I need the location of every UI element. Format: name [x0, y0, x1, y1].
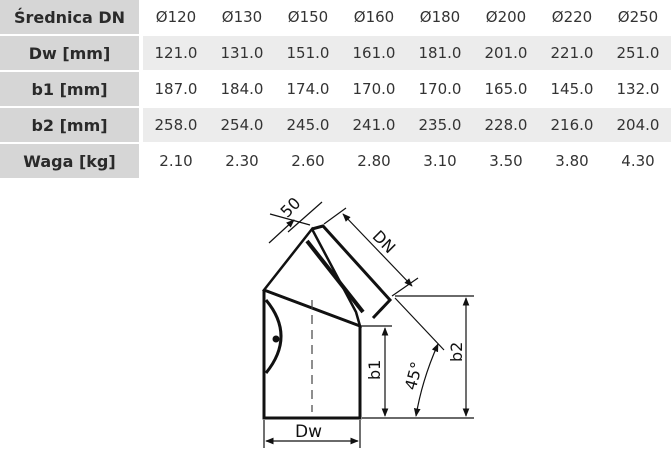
dim-angle: [394, 297, 445, 417]
dim-b2: [362, 295, 474, 419]
dim-b1-label: b1: [365, 360, 384, 380]
table-cell: 228.0: [473, 108, 539, 144]
header-label: Średnica DN: [0, 0, 143, 36]
diameter-header-cell: Ø120: [143, 0, 209, 36]
row-label: b2 [mm]: [0, 108, 143, 144]
table-cell: 254.0: [209, 108, 275, 144]
elbow-outline: [261, 224, 393, 420]
dim-b1: [358, 325, 392, 417]
table-cell: 121.0: [143, 36, 209, 72]
table-cell: 3.10: [407, 144, 473, 180]
table-cell: 2.80: [341, 144, 407, 180]
diameter-header-cell: Ø160: [341, 0, 407, 36]
table-cell: 258.0: [143, 108, 209, 144]
table-cell: 245.0: [275, 108, 341, 144]
dim-dw-label: Dw: [295, 422, 322, 442]
table-cell: 2.10: [143, 144, 209, 180]
table-cell: 132.0: [605, 72, 671, 108]
table-cell: 204.0: [605, 108, 671, 144]
table-cell: 241.0: [341, 108, 407, 144]
dim-angle-label: 45°: [401, 360, 427, 392]
table-cell: 2.30: [209, 144, 275, 180]
row-label: Dw [mm]: [0, 36, 143, 72]
dim-dw: [263, 420, 361, 448]
dim-50-label: 50: [277, 193, 305, 221]
dim-dn-label: DN: [369, 227, 400, 258]
diameter-header-cell: Ø250: [605, 0, 671, 36]
diameter-header-cell: Ø180: [407, 0, 473, 36]
table-cell: 131.0: [209, 36, 275, 72]
inspection-arc: [264, 299, 283, 374]
table-cell: 3.80: [539, 144, 605, 180]
table-cell: 174.0: [275, 72, 341, 108]
table-cell: 251.0: [605, 36, 671, 72]
table-cell: 187.0: [143, 72, 209, 108]
table-cell: 170.0: [407, 72, 473, 108]
table-cell: 221.0: [539, 36, 605, 72]
diameter-header-cell: Ø150: [275, 0, 341, 36]
table-cell: 184.0: [209, 72, 275, 108]
row-label: Waga [kg]: [0, 144, 143, 180]
dim-50: [268, 201, 323, 244]
diameter-header-cell: Ø200: [473, 0, 539, 36]
table-cell: 216.0: [539, 108, 605, 144]
table-cell: 151.0: [275, 36, 341, 72]
row-label: b1 [mm]: [0, 72, 143, 108]
table-cell: 165.0: [473, 72, 539, 108]
diameter-header-cell: Ø220: [539, 0, 605, 36]
inspection-knob: [272, 335, 280, 343]
dim-dn: [323, 207, 419, 297]
table-cell: 235.0: [407, 108, 473, 144]
table-cell: 3.50: [473, 144, 539, 180]
table-cell: 201.0: [473, 36, 539, 72]
table-cell: 4.30: [605, 144, 671, 180]
table-cell: 145.0: [539, 72, 605, 108]
table-cell: 181.0: [407, 36, 473, 72]
diameter-header-cell: Ø130: [209, 0, 275, 36]
dim-b2-label: b2: [447, 342, 466, 362]
table-cell: 161.0: [341, 36, 407, 72]
table-cell: 2.60: [275, 144, 341, 180]
table-cell: 170.0: [341, 72, 407, 108]
